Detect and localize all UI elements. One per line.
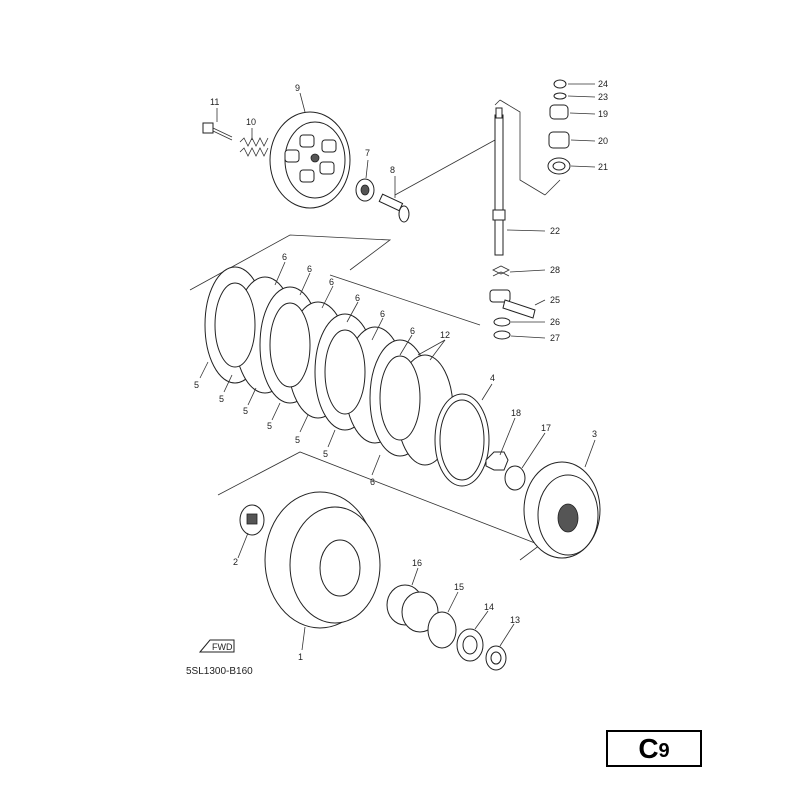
callout-7: 7: [365, 148, 370, 158]
callout-5d: 5: [267, 421, 272, 431]
callout-1: 1: [298, 652, 303, 662]
nut-13: [485, 645, 507, 671]
collar-15: [427, 611, 457, 649]
callout-16: 16: [412, 558, 422, 568]
callout-26: 26: [550, 317, 560, 327]
callout-2: 2: [233, 557, 238, 567]
callout-9: 9: [295, 83, 300, 93]
needle-bearing-16: [386, 584, 439, 633]
bolt-11: [202, 122, 233, 141]
spring-10: [239, 137, 269, 157]
callout-22: 22: [550, 226, 560, 236]
drawing-code: 5SL1300-B160: [186, 666, 253, 677]
callout-6e: 6: [380, 309, 385, 319]
callout-6g: 6: [370, 477, 375, 487]
bearing-7: [355, 178, 375, 202]
callout-19: 19: [598, 109, 608, 119]
washer-14: [456, 628, 484, 662]
callout-5c: 5: [243, 406, 248, 416]
callout-23: 23: [598, 92, 608, 102]
clutch-housing-1: [264, 491, 381, 629]
callout-14: 14: [484, 602, 494, 612]
thrust-plate-2: [239, 504, 265, 536]
callout-4: 4: [490, 373, 495, 383]
fwd-label: FWD: [212, 642, 233, 652]
clutch-boss-3: [523, 461, 601, 559]
callout-25: 25: [550, 295, 560, 305]
assembly-guide-lines: [189, 99, 561, 561]
callout-5f: 5: [323, 449, 328, 459]
callout-18: 18: [511, 408, 521, 418]
callout-6a: 6: [282, 252, 287, 262]
callout-6c: 6: [329, 277, 334, 287]
callout-5e: 5: [295, 435, 300, 445]
page-code-box: C 9: [606, 730, 702, 767]
callout-15: 15: [454, 582, 464, 592]
pressure-plate: [269, 111, 351, 209]
callout-5b: 5: [219, 394, 224, 404]
page-code-number: 9: [658, 740, 670, 762]
callout-24: 24: [598, 79, 608, 89]
push-rod-8: [378, 193, 410, 223]
callout-5a: 5: [194, 380, 199, 390]
clutch-plate-stack: [204, 266, 454, 466]
callout-3: 3: [592, 429, 597, 439]
callout-20: 20: [598, 136, 608, 146]
callout-17: 17: [541, 423, 551, 433]
callout-8: 8: [390, 165, 395, 175]
push-lever-shaft-22: [492, 107, 506, 256]
cushion-spring-4: [434, 393, 490, 487]
callout-6b: 6: [307, 264, 312, 274]
lever-assembly: [489, 265, 536, 340]
callout-21: 21: [598, 162, 608, 172]
callout-10: 10: [246, 117, 256, 127]
nut-and-washer: [485, 451, 526, 491]
callout-11: 11: [210, 97, 219, 107]
callout-12: 12: [440, 330, 450, 340]
callout-28: 28: [550, 265, 560, 275]
fwd-arrow-icon: FWD: [198, 639, 235, 653]
callout-6f: 6: [410, 326, 415, 336]
callout-27: 27: [550, 333, 560, 343]
callout-6d: 6: [355, 293, 360, 303]
callout-13: 13: [510, 615, 520, 625]
seal-and-bearing-stack: [547, 79, 571, 175]
page-code-letter: C: [638, 732, 659, 764]
callout-labels: 9 11 10 7 8 24 23 19 20 21 22 28 25 26 2…: [194, 79, 608, 662]
